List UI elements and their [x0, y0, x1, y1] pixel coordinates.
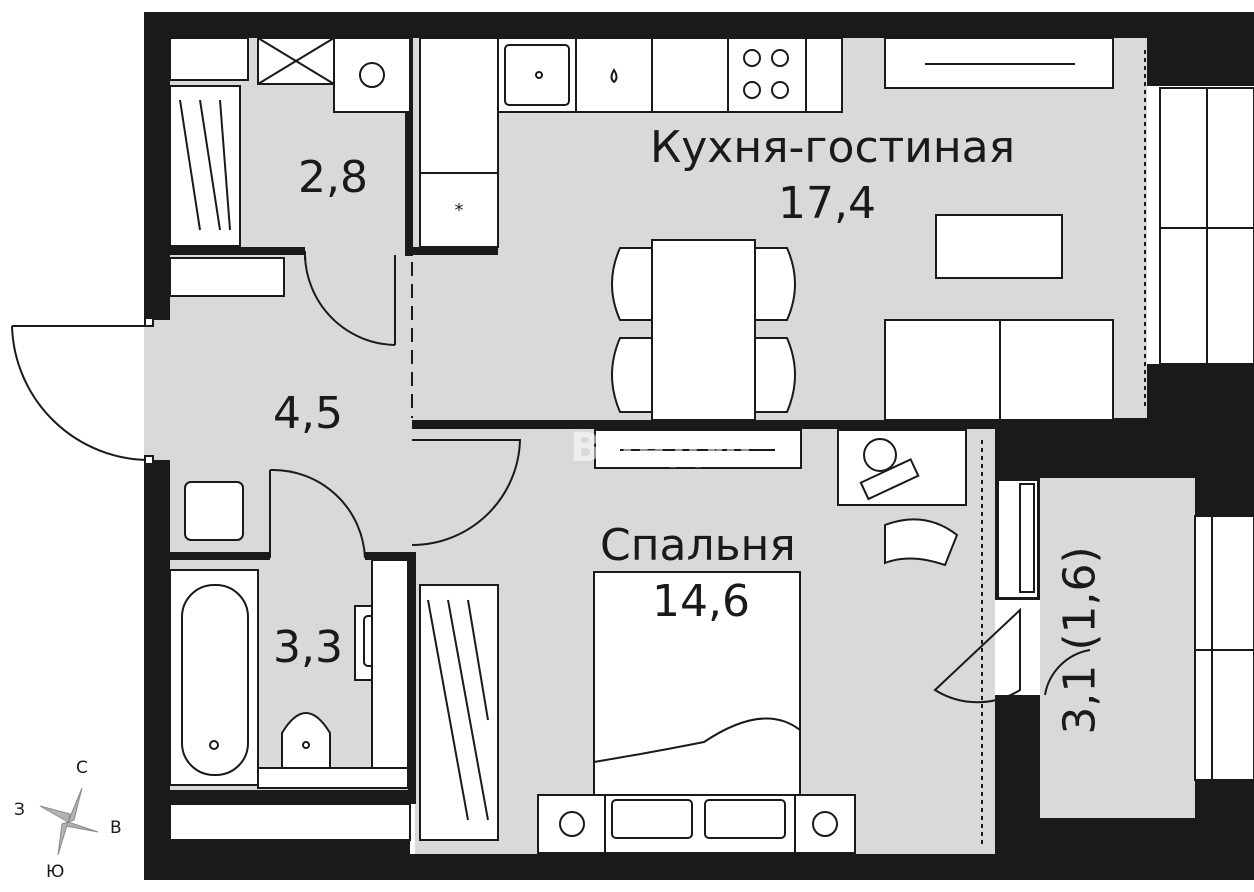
room-area-bathroom: 3,3 — [273, 622, 343, 673]
wall-right-bottom — [1195, 780, 1254, 880]
wall-kitchen-counter-bottom — [412, 247, 498, 255]
wall-bath-top — [170, 552, 270, 560]
wall-bath-bottom — [170, 790, 416, 804]
compass-north: С — [76, 758, 88, 778]
wall-top — [144, 12, 1160, 38]
room-area-storage: 2,8 — [298, 152, 368, 203]
floor-loggia — [1040, 478, 1195, 818]
room-area-hallway: 4,5 — [273, 388, 343, 439]
room-area-loggia: 3,1 (1,6) — [1054, 546, 1106, 735]
wall-bath-top-right — [365, 552, 413, 560]
compass-west: З — [14, 800, 25, 820]
storage-furniture — [169, 37, 411, 297]
wall-bottom — [144, 854, 995, 880]
wall-hall-bedroom — [412, 420, 997, 429]
wall-right-top — [1147, 12, 1254, 86]
windows — [1159, 87, 1254, 781]
room-name-bedroom: Спальня — [600, 520, 796, 571]
room-name-kitchen-living: Кухня-гостиная — [650, 122, 1016, 173]
bedroom-furniture — [419, 429, 1039, 855]
wall-left-lower — [144, 460, 170, 880]
watermark: ВЛАДИС — [570, 425, 770, 471]
svg-text:*: * — [455, 200, 464, 221]
wall-left-upper — [144, 12, 170, 320]
entrance-door — [11, 317, 170, 465]
wall-storage-bottom — [170, 247, 305, 255]
compass-rose — [39, 787, 99, 856]
compass-east: В — [110, 818, 122, 838]
window-loggia — [1194, 515, 1254, 781]
wall-storage-right — [405, 38, 413, 256]
bathroom-furniture — [169, 481, 411, 841]
wall-bath-right — [408, 552, 416, 792]
room-area-kitchen-living: 17,4 — [778, 178, 876, 229]
kitchen-furniture: * — [419, 37, 1114, 421]
wall-kitchen-bedroom — [995, 418, 1150, 478]
wall-right-loggia-top — [1195, 478, 1254, 516]
wall-right-mid — [1147, 364, 1254, 478]
doors — [269, 50, 1146, 845]
room-area-bedroom: 14,6 — [652, 576, 750, 627]
compass-south: Ю — [46, 862, 65, 882]
